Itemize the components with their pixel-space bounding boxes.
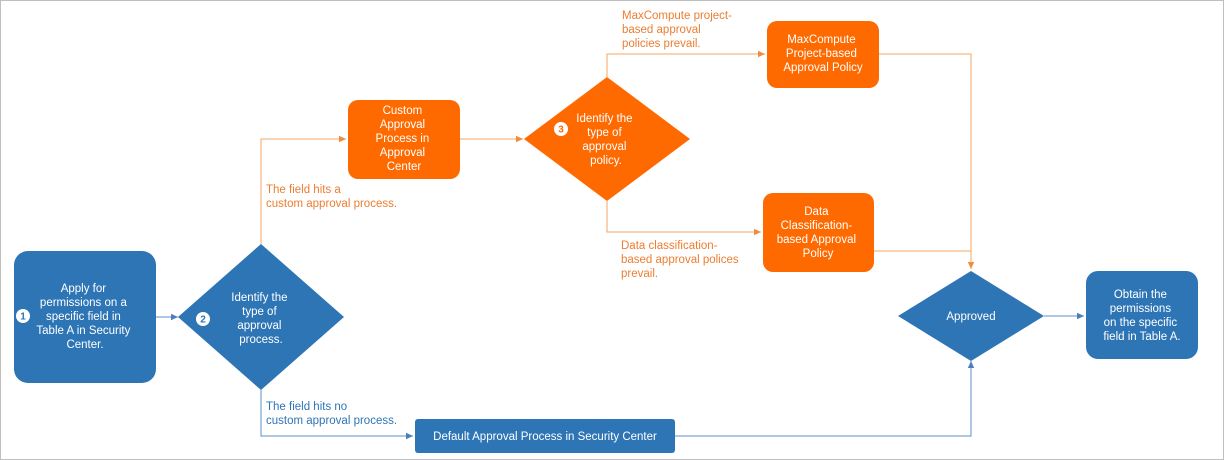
node-default-process: Default Approval Process in Security Cen… [415,419,675,453]
edge-identify-process-to-custom [260,135,346,244]
node-classification-policy: Data Classification- based Approval Poli… [763,193,874,272]
edge-label-hits-no-custom: The field hits no custom approval proces… [266,401,397,427]
node-maxcompute-policy: MaxCompute Project-based Approval Policy [767,21,879,88]
node-approved: Approved [898,271,1044,361]
node-identify-policy-label: Identify the type of approval policy. [576,113,635,167]
node-custom-process: Custom Approval Process in Approval Cent… [348,100,460,179]
node-apply-label: Apply for permissions on a specific fiel… [36,283,133,351]
node-default-process-label: Default Approval Process in Security Cen… [433,431,657,443]
step-3-badge: 3 [554,122,568,136]
node-identify-policy: Identify the type of approval policy. 3 [524,77,690,201]
edge-maxcompute-to-approved [879,53,975,269]
edge-identify-process-to-default [260,390,413,440]
edge-identify-policy-to-maxcompute [606,50,765,77]
svg-text:1: 1 [20,312,26,323]
svg-text:2: 2 [200,315,206,326]
edge-label-classification-prevail: Data classification- based approval poli… [621,240,742,280]
svg-text:3: 3 [558,125,564,136]
connectors [156,50,1084,440]
node-identify-process-label: Identify the type of approval process. [231,292,290,346]
edge-label-maxcompute-prevail: MaxCompute project- based approval polic… [622,10,735,50]
step-1-badge: 1 [16,309,30,323]
node-identify-process: Identify the type of approval process. 2 [178,244,344,390]
node-obtain-label: Obtain the permissions on the specific f… [1103,289,1180,343]
node-approved-label: Approved [946,311,995,323]
node-maxcompute-policy-label: MaxCompute Project-based Approval Policy [783,34,863,74]
edge-label-hits-custom: The field hits a custom approval process… [266,184,397,210]
step-2-badge: 2 [196,312,210,326]
node-custom-process-label: Custom Approval Process in Approval Cent… [376,105,433,173]
node-classification-policy-label: Data Classification- based Approval Poli… [777,206,860,260]
node-obtain: Obtain the permissions on the specific f… [1086,271,1198,359]
node-apply: Apply for permissions on a specific fiel… [14,251,156,383]
edge-default-to-approved [675,361,975,437]
edge-identify-policy-to-classification [606,201,761,236]
